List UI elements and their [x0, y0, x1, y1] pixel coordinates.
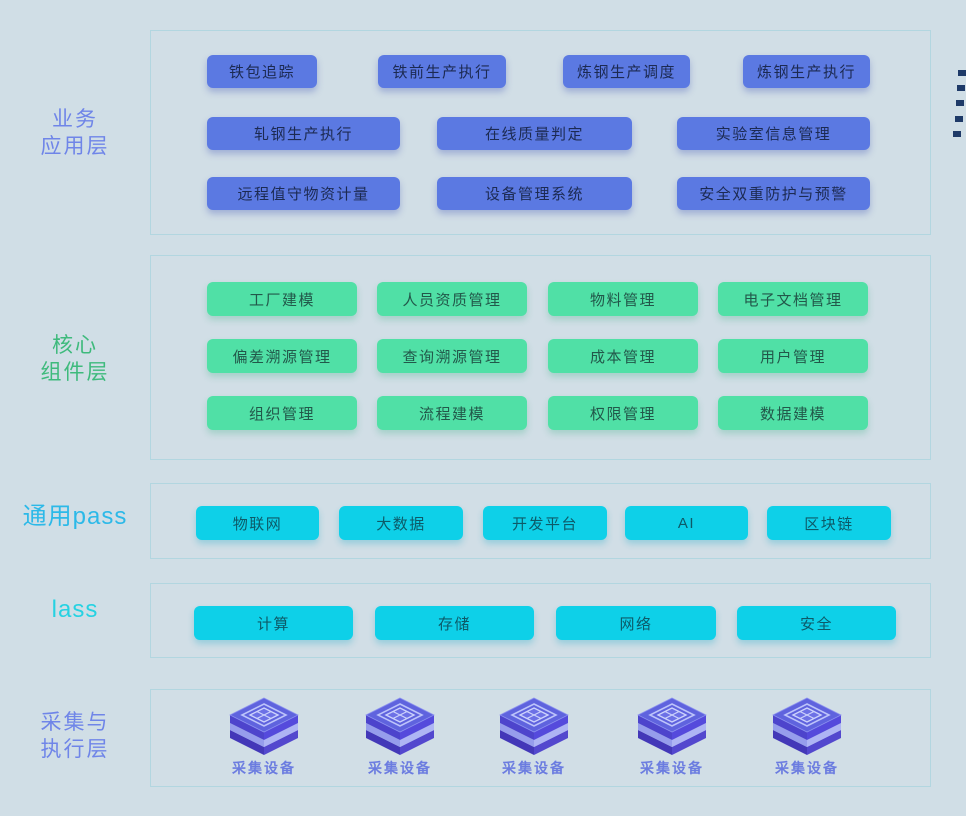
- chip-cube-icon: [637, 697, 707, 755]
- app-button-equipment-mgmt[interactable]: 设备管理系统: [437, 177, 632, 210]
- app-button-remote-metering[interactable]: 远程值守物资计量: [207, 177, 400, 210]
- device-label: 采集设备: [640, 760, 704, 776]
- app-button-safety-warning[interactable]: 安全双重防护与预警: [677, 177, 870, 210]
- device-label: 采集设备: [775, 760, 839, 776]
- core-button-data-modeling[interactable]: 数据建模: [718, 396, 868, 430]
- iaas-button-network[interactable]: 网络: [556, 606, 716, 640]
- core-button-permission-mgmt[interactable]: 权限管理: [548, 396, 698, 430]
- device-label: 采集设备: [502, 760, 566, 776]
- chip-cube-icon: [365, 697, 435, 755]
- core-button-cost-mgmt[interactable]: 成本管理: [548, 339, 698, 373]
- core-button-edoc-mgmt[interactable]: 电子文档管理: [718, 282, 868, 316]
- app-button-rolling-exec[interactable]: 轧钢生产执行: [207, 117, 400, 150]
- app-button-steelmaking-exec[interactable]: 炼钢生产执行: [743, 55, 870, 88]
- chip-cube-icon: [229, 697, 299, 755]
- core-button-query-trace[interactable]: 查询溯源管理: [377, 339, 527, 373]
- core-button-user-mgmt[interactable]: 用户管理: [718, 339, 868, 373]
- label-line: 核心: [52, 334, 98, 357]
- iaas-button-storage[interactable]: 存储: [375, 606, 534, 640]
- label-business-layer: 业务 应用层: [0, 106, 150, 160]
- paas-button-dev-platform[interactable]: 开发平台: [483, 506, 607, 540]
- device-label: 采集设备: [232, 760, 296, 776]
- collection-device[interactable]: 采集设备: [631, 695, 713, 778]
- collection-device[interactable]: 采集设备: [223, 695, 305, 778]
- app-button-ironmaking-exec[interactable]: 铁前生产执行: [378, 55, 506, 88]
- edge-dash-icon: [955, 116, 963, 122]
- label-line: 通用pass: [22, 503, 128, 530]
- label-iaas-layer: lass: [0, 596, 150, 623]
- app-button-ladle-tracking[interactable]: 铁包追踪: [207, 55, 317, 88]
- core-button-deviation-trace[interactable]: 偏差溯源管理: [207, 339, 357, 373]
- label-paas-layer: 通用pass: [0, 503, 150, 530]
- label-line: 组件层: [40, 361, 110, 384]
- core-button-personnel-qualification[interactable]: 人员资质管理: [377, 282, 527, 316]
- app-button-steelmaking-dispatch[interactable]: 炼钢生产调度: [563, 55, 690, 88]
- collection-device[interactable]: 采集设备: [766, 695, 848, 778]
- collection-device[interactable]: 采集设备: [359, 695, 441, 778]
- device-label: 采集设备: [368, 760, 432, 776]
- paas-button-blockchain[interactable]: 区块链: [767, 506, 891, 540]
- label-line: 执行层: [40, 738, 110, 761]
- paas-button-ai[interactable]: AI: [625, 506, 748, 540]
- iaas-button-compute[interactable]: 计算: [194, 606, 353, 640]
- chip-cube-icon: [499, 697, 569, 755]
- label-edge-layer: 采集与 执行层: [0, 709, 150, 763]
- app-button-lab-info[interactable]: 实验室信息管理: [677, 117, 870, 150]
- iaas-button-security[interactable]: 安全: [737, 606, 896, 640]
- paas-button-bigdata[interactable]: 大数据: [339, 506, 463, 540]
- label-line: lass: [51, 596, 99, 623]
- edge-dash-icon: [958, 70, 966, 76]
- label-line: 业务: [52, 108, 98, 131]
- core-button-factory-modeling[interactable]: 工厂建模: [207, 282, 357, 316]
- edge-dash-icon: [956, 100, 964, 106]
- label-core-layer: 核心 组件层: [0, 332, 150, 386]
- app-button-online-quality[interactable]: 在线质量判定: [437, 117, 632, 150]
- label-line: 采集与: [40, 711, 110, 734]
- core-button-process-modeling[interactable]: 流程建模: [377, 396, 527, 430]
- core-button-org-mgmt[interactable]: 组织管理: [207, 396, 357, 430]
- edge-dash-icon: [953, 131, 961, 137]
- core-button-material-mgmt[interactable]: 物料管理: [548, 282, 698, 316]
- collection-device[interactable]: 采集设备: [493, 695, 575, 778]
- chip-cube-icon: [772, 697, 842, 755]
- label-line: 应用层: [40, 135, 110, 158]
- paas-button-iot[interactable]: 物联网: [196, 506, 319, 540]
- edge-dash-icon: [957, 85, 965, 91]
